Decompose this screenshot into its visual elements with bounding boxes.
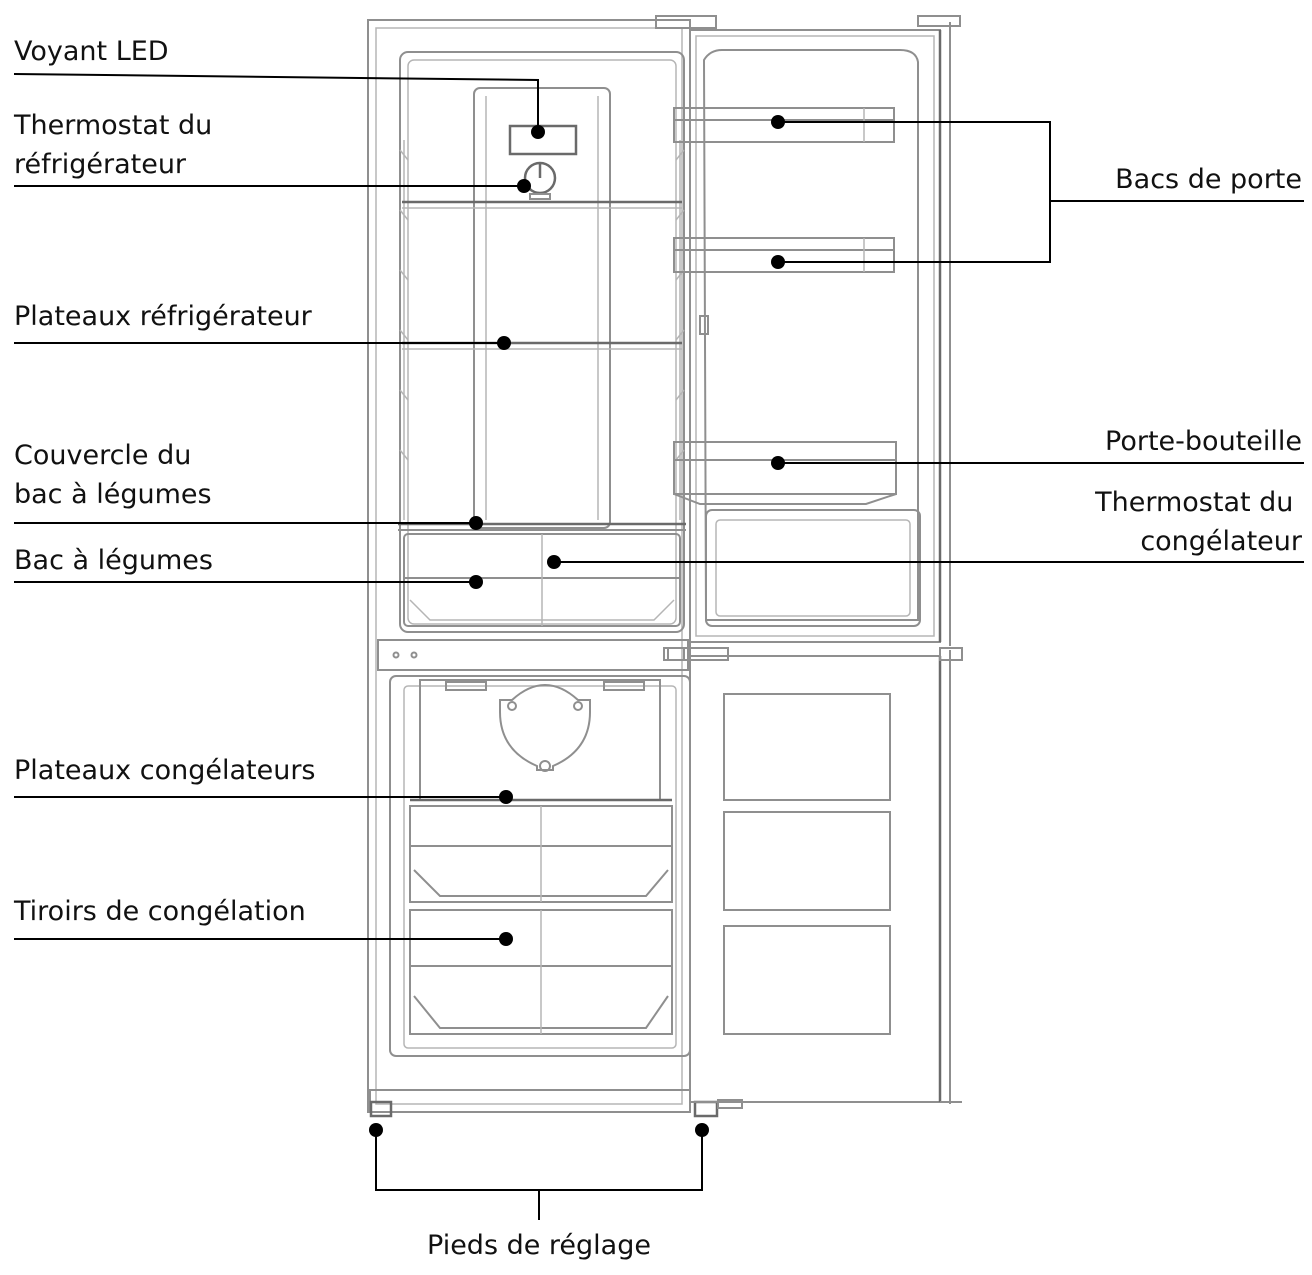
freezer-door-panel-2 xyxy=(723,811,891,911)
freezer-compartment xyxy=(389,675,691,1057)
crisper-drawer xyxy=(403,533,681,627)
dot-plateaux-congelateurs xyxy=(499,790,513,804)
dot-tiroirs-congelation xyxy=(499,932,513,946)
label-plateaux-refrigerateur: Plateaux réfrigérateur xyxy=(14,301,313,332)
bottle-holder xyxy=(673,441,897,505)
dot-thermostat-refrigerateur xyxy=(517,179,531,193)
door-liner xyxy=(702,49,919,621)
leader-voyant-led xyxy=(13,73,539,132)
freezer-door-panel-3 xyxy=(723,925,891,1035)
label-pieds-reglage: Pieds de réglage xyxy=(427,1230,651,1261)
dot-bacs-porte-1 xyxy=(771,115,785,129)
left-foot xyxy=(369,1100,393,1118)
freezer-door xyxy=(667,647,963,1109)
freezer-door-panel-1 xyxy=(723,693,891,801)
freezer-door-outline xyxy=(689,655,941,1103)
dot-bacs-porte-2 xyxy=(771,255,785,269)
label-plateaux-congelateurs: Plateaux congélateurs xyxy=(14,755,316,786)
label-porte-bouteille: Porte-bouteille xyxy=(1105,426,1302,457)
dot-couvercle-bac xyxy=(469,516,483,530)
fridge-shelves xyxy=(402,200,682,350)
dot-plateaux-refrigerateur xyxy=(497,336,511,350)
label-couvercle-bac: Couvercle du bac à légumes xyxy=(14,440,212,510)
led-display xyxy=(508,124,578,156)
door-lower-box xyxy=(705,509,921,627)
dot-porte-bouteille xyxy=(771,456,785,470)
dot-pied-droit xyxy=(695,1123,709,1137)
door-bin-2 xyxy=(673,237,895,273)
label-thermostat-congelateur: Thermostat du congélateur xyxy=(1094,487,1303,557)
label-tiroirs-congelation: Tiroirs de congélation xyxy=(13,896,306,927)
dot-pied-gauche xyxy=(369,1123,383,1137)
fridge-body xyxy=(367,19,719,1118)
labels: Voyant LED Thermostat du réfrigérateur P… xyxy=(13,36,1303,1261)
rear-panel xyxy=(473,87,611,529)
right-foot xyxy=(693,1100,719,1118)
leader-lines xyxy=(13,73,1304,1220)
fan-cover xyxy=(499,684,591,771)
freezer-drawers xyxy=(409,805,673,1035)
leader-pieds-bracket xyxy=(375,1130,703,1191)
label-thermostat-refrigerateur: Thermostat du réfrigérateur xyxy=(13,110,221,180)
label-bacs-porte: Bacs de porte xyxy=(1115,164,1302,195)
dot-voyant-led xyxy=(531,125,545,139)
divider-strip xyxy=(377,639,689,671)
label-bac-legumes: Bac à légumes xyxy=(14,545,213,576)
evaporator-cover xyxy=(419,679,661,801)
label-voyant-led: Voyant LED xyxy=(14,36,169,67)
dot-thermostat-congelateur xyxy=(547,555,561,569)
fridge-door xyxy=(655,15,961,646)
plinth xyxy=(369,1089,691,1113)
leader-bacs-porte-bracket xyxy=(778,121,1051,263)
dot-bac-legumes xyxy=(469,575,483,589)
